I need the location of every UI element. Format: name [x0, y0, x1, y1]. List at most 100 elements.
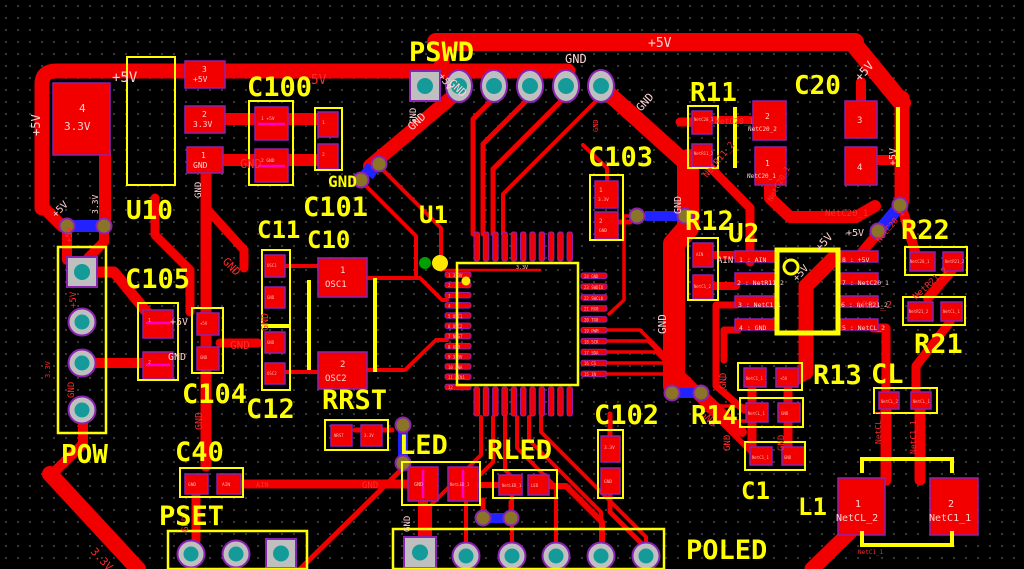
ic-pin-pad[interactable] — [557, 231, 564, 262]
component-outline-poled[interactable] — [391, 527, 666, 569]
component-ref-label[interactable]: C10 — [307, 226, 350, 254]
ic-pin-pad[interactable] — [482, 386, 490, 417]
component-ref-label[interactable]: POLED — [686, 535, 767, 566]
copper-trace[interactable] — [42, 466, 146, 569]
ic-pin-pad[interactable] — [501, 386, 508, 417]
copper-trace[interactable] — [605, 328, 746, 408]
component-outline-c105[interactable] — [137, 302, 179, 381]
smd-pad[interactable] — [317, 351, 368, 390]
component-ref-label[interactable]: U10 — [126, 196, 173, 226]
smd-pad[interactable] — [692, 242, 714, 268]
through-hole-pad-layer[interactable] — [66, 69, 661, 569]
component-outline-c100[interactable] — [248, 100, 294, 186]
component-ref-label[interactable]: U1 — [419, 201, 448, 229]
ic-pin-pad[interactable] — [529, 231, 536, 262]
copper-trace[interactable] — [501, 93, 604, 236]
smd-pad[interactable] — [940, 301, 963, 322]
smd-pad[interactable] — [196, 312, 220, 336]
ic-pin-pad[interactable] — [580, 283, 608, 290]
smd-pad[interactable] — [184, 473, 209, 495]
ic-pin-pad[interactable] — [580, 305, 608, 312]
component-ref-label[interactable]: PSET — [159, 501, 224, 532]
copper-trace[interactable] — [201, 203, 249, 273]
via[interactable] — [394, 416, 412, 434]
ic-pin-pad[interactable] — [547, 231, 555, 262]
component-ref-label[interactable]: C105 — [125, 264, 190, 295]
component-ref-label[interactable]: C12 — [246, 394, 295, 425]
copper-trace[interactable] — [696, 388, 747, 437]
smd-pad[interactable] — [264, 286, 286, 309]
smd-pad[interactable] — [837, 477, 886, 536]
via[interactable] — [676, 207, 694, 225]
smd-pad[interactable] — [752, 100, 787, 141]
smd-pad[interactable] — [777, 402, 801, 423]
copper-trace[interactable] — [359, 179, 418, 280]
smd-pad[interactable] — [527, 474, 550, 496]
component-ref-label[interactable]: C104 — [182, 379, 247, 410]
smd-pad[interactable] — [600, 435, 621, 463]
ic-pin-pad[interactable] — [510, 231, 518, 262]
component-outline-c11[interactable] — [261, 249, 291, 326]
component-ref-label[interactable]: U2 — [728, 219, 759, 249]
ic-pin-pad[interactable] — [510, 386, 518, 417]
copper-trace[interactable] — [698, 155, 755, 267]
via[interactable] — [891, 196, 909, 214]
ic-pin-pad[interactable] — [529, 386, 536, 417]
via[interactable] — [58, 217, 76, 235]
component-ref-label[interactable]: POW — [61, 440, 108, 470]
smd-pad[interactable] — [498, 474, 523, 496]
copper-trace[interactable] — [515, 415, 558, 544]
smd-pad[interactable] — [929, 477, 979, 536]
component-ref-label[interactable]: LED — [399, 430, 448, 461]
smd-pad[interactable] — [743, 367, 767, 388]
via[interactable] — [663, 384, 681, 402]
component-outline-pow[interactable] — [56, 245, 108, 435]
ic-pin-pad[interactable] — [520, 386, 527, 417]
component-outline-led[interactable] — [401, 461, 481, 506]
ic-pin-pad[interactable] — [580, 316, 608, 323]
component-outline-u10[interactable] — [126, 56, 176, 186]
component-ref-label[interactable]: C20 — [794, 71, 841, 101]
component-outline-r11[interactable] — [687, 105, 719, 169]
component-ref-label[interactable]: R21 — [914, 329, 963, 360]
ic-pin-pad[interactable] — [473, 386, 480, 417]
bottom-layer-segment[interactable] — [72, 220, 98, 232]
component-outline-c1[interactable] — [744, 441, 806, 471]
component-ref-label[interactable]: C101 — [303, 192, 368, 223]
component-ref-label[interactable]: C100 — [247, 72, 312, 103]
ic-pin-pad[interactable] — [482, 231, 490, 262]
copper-trace[interactable] — [34, 63, 576, 216]
copper-trace[interactable] — [480, 92, 535, 237]
copper-trace[interactable] — [363, 85, 465, 173]
component-ref-label[interactable]: C40 — [175, 437, 224, 468]
component-ref-label[interactable]: R13 — [813, 360, 862, 391]
copper-trace[interactable] — [150, 193, 195, 317]
copper-trace[interactable] — [712, 301, 748, 414]
smd-pad[interactable] — [775, 367, 799, 388]
copper-trace[interactable] — [297, 463, 408, 569]
component-outline-rrst[interactable] — [324, 419, 389, 451]
ic-pin-pad[interactable] — [538, 386, 546, 417]
bottom-layer-segment[interactable] — [488, 513, 506, 523]
component-outline-c101[interactable] — [314, 107, 343, 171]
ic-pin-pad[interactable] — [473, 231, 480, 262]
smd-pad[interactable] — [360, 424, 383, 447]
smd-pad[interactable] — [844, 146, 878, 186]
via[interactable] — [370, 155, 388, 173]
component-outline-c12[interactable] — [261, 326, 291, 391]
via-layer[interactable] — [58, 155, 909, 527]
bottom-layer-segment[interactable] — [398, 432, 408, 458]
component-ref-label[interactable]: PSWD — [409, 37, 474, 68]
ic-pin-pad[interactable] — [580, 294, 608, 301]
copper-trace[interactable] — [581, 143, 609, 188]
copper-trace[interactable] — [365, 276, 449, 302]
copper-trace[interactable] — [83, 225, 109, 263]
smd-pad[interactable] — [317, 257, 368, 298]
smd-pad[interactable] — [330, 424, 353, 447]
bottom-layer-segment[interactable] — [645, 211, 681, 221]
smd-pad[interactable] — [264, 362, 286, 385]
smd-pad[interactable] — [745, 402, 769, 423]
smd-pad[interactable] — [749, 446, 773, 466]
